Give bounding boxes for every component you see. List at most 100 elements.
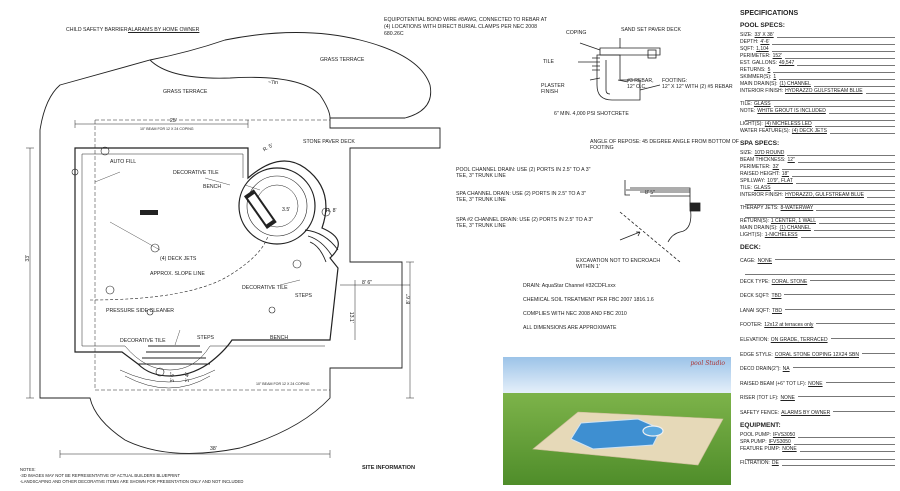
spec-underline (745, 269, 895, 275)
spec-underline (810, 275, 895, 281)
bond-wire-note: 680.26C (384, 31, 404, 37)
spec-row: LANAI SQFT:TBD (740, 304, 895, 319)
drain-note: TEE, 3" TRUNK LINE (456, 197, 506, 203)
spec-row: TILE:GLASS (740, 101, 895, 108)
spec-row: INTERIOR FINISH:HYDRAZZO GULFSTREAM BLUE (740, 88, 895, 95)
spec-underline (784, 289, 895, 296)
rebar-label: 12" O.C. (627, 84, 647, 90)
spec-row: THERAPY JETS:8-WATERWAY (740, 205, 895, 212)
spec-underline (792, 171, 895, 177)
child-safety-value: ALARAMS BY HOME OWNER (128, 27, 200, 33)
coping-label: COPING (566, 30, 587, 36)
spec-key: INTERIOR FINISH: (740, 192, 784, 198)
spec-key: SQFT: (740, 46, 755, 52)
spec-row: RAISED HEIGHT:18" (740, 171, 895, 178)
spec-row: ELEVATION:ON GRADE, TERRACED (740, 333, 895, 348)
spec-key: CAGE: (740, 258, 756, 264)
spa-specs-heading: SPA SPECS: (740, 140, 780, 147)
spec-value: 1 CENTER, 1 WALL (770, 218, 816, 224)
beam-label: 10" BEAM FOR 12 X 24 COPING (140, 127, 194, 131)
spec-key: ELEVATION: (740, 336, 769, 343)
shotcrete-label: 6" MIN. 4,000 PSI SHOTCRETE (554, 111, 629, 117)
spec-underline (828, 108, 895, 114)
drain-spec: DRAIN: AquaStar Channel #32CDFLxxx (523, 283, 616, 289)
spec-key: RAISED BEAM (+6" TOT LF): (740, 380, 807, 387)
spec-row: RETURN(S):1 CENTER, 1 WALL (740, 218, 895, 225)
spec-value: 32' (772, 164, 780, 170)
spec-key: LANAI SQFT: (740, 307, 771, 314)
spec-value: NONE (780, 395, 795, 402)
spec-value: 1 (773, 74, 777, 80)
spa-inner (246, 175, 308, 237)
notes-line: -3D IMAGES MAY NOT BE REPRESENTATIVE OF … (20, 473, 181, 478)
spec-row: BEAM THICKNESS:12" (740, 157, 895, 164)
bond-wire-note: EQUIPOTENTIAL BOND WIRE #8AWG, CONNECTED… (384, 17, 548, 23)
spec-key: DECO DRAIN(2"): (740, 366, 781, 373)
spec-value: HYDRAZZO, GULFSTREAM BLUE (785, 192, 864, 198)
spec-underline (745, 199, 895, 205)
spec-row: INTERIOR FINISH:HYDRAZZO, GULFSTREAM BLU… (740, 192, 895, 199)
spec-underline (775, 254, 895, 260)
spec-value: 49,547 (778, 60, 795, 66)
spec-underline (819, 218, 895, 224)
sand-set-label: SAND SET PAVER DECK (621, 27, 681, 33)
spec-row: CAGE:NONE (740, 254, 895, 269)
dimension-label: 25' (170, 118, 177, 124)
spec-row: EDGE STYLE:CORAL STONE COPING 12X24 SBN (740, 348, 895, 363)
spec-value: 5 (767, 67, 771, 73)
spec-key: LIGHT(S): (740, 232, 763, 238)
spec-value: 1,104 (756, 46, 769, 52)
drain-note: TEE, 3" TRUNK LINE (456, 223, 506, 229)
spec-row: FEATURE PUMP:NONE (740, 446, 895, 453)
inner-terrace (149, 59, 331, 119)
drain-note: TEE, 3" TRUNK LINE (456, 173, 506, 179)
render-pool-scene (532, 411, 724, 466)
spec-key: SAFETY FENCE: (740, 409, 780, 416)
spec-key: DECK TYPE: (740, 278, 770, 285)
spec-underline (773, 101, 895, 107)
light-icon (100, 146, 110, 156)
spec-value: 10'9", FLAT (767, 178, 793, 184)
spec-key: SIZE: (740, 32, 753, 38)
spec-row (740, 269, 895, 275)
child-safety-label: CHILD SAFETY BARRIER: (66, 27, 130, 33)
spec-row: SIZE:33' X 38' (740, 32, 895, 39)
spec-key: RAISED HEIGHT: (740, 171, 780, 177)
chemical-note: CHEMICAL SOIL TREATMENT PER FBC 2007 181… (523, 297, 654, 303)
spec-row: PERIMETER:32' (740, 164, 895, 171)
pressure-cleaner-label: PRESSURE SIDE CLEANER (106, 308, 175, 314)
spec-row: TILE:GLASS (740, 185, 895, 192)
spec-key: POOL PUMP: (740, 431, 771, 438)
spec-value: (1) CHANNEL (779, 225, 811, 231)
spec-row: FILTRATION:DE (740, 460, 895, 467)
dimension-label: 8' 5" (645, 190, 656, 196)
spec-underline (745, 454, 895, 460)
spec-value: 10'D ROUND (754, 150, 785, 156)
spec-underline (798, 432, 895, 438)
spec-underline (825, 377, 895, 383)
spec-value: IFVS3050 (768, 438, 791, 445)
specifications-title: SPECIFICATIONS (740, 10, 799, 17)
spec-value: 8-WATERWAY (780, 205, 814, 211)
spec-value: GLASS (753, 101, 771, 107)
spec-value: HYDRAZZO GULFSTREAM BLUE (785, 88, 863, 94)
dimension-label: 3.5' (282, 207, 291, 213)
spec-underline (745, 115, 895, 121)
dimension-label: ~7in (268, 80, 278, 86)
spec-underline (814, 121, 895, 127)
spec-row: SPA PUMP:IFVS3050 (740, 439, 895, 446)
dimension-label: R. 8' (326, 208, 337, 214)
site-plan: CHILD SAFETY BARRIER: ALARAMS BY HOME OW… (20, 27, 441, 484)
spec-row: NOTE:WHITE GROUT IS INCLUDED (740, 108, 895, 115)
spec-row: DECO DRAIN(2"):NA (740, 362, 895, 377)
spec-value: NA (782, 366, 790, 373)
spec-key: SPILLWAY: (740, 178, 766, 184)
spec-key: PERIMETER: (740, 53, 771, 59)
spec-value: NONE (782, 446, 797, 453)
spec-row: SAFETY FENCE:ALARMS BY OWNER (740, 406, 895, 421)
finish-label: FINISH (541, 89, 559, 95)
spec-underline (773, 67, 895, 73)
